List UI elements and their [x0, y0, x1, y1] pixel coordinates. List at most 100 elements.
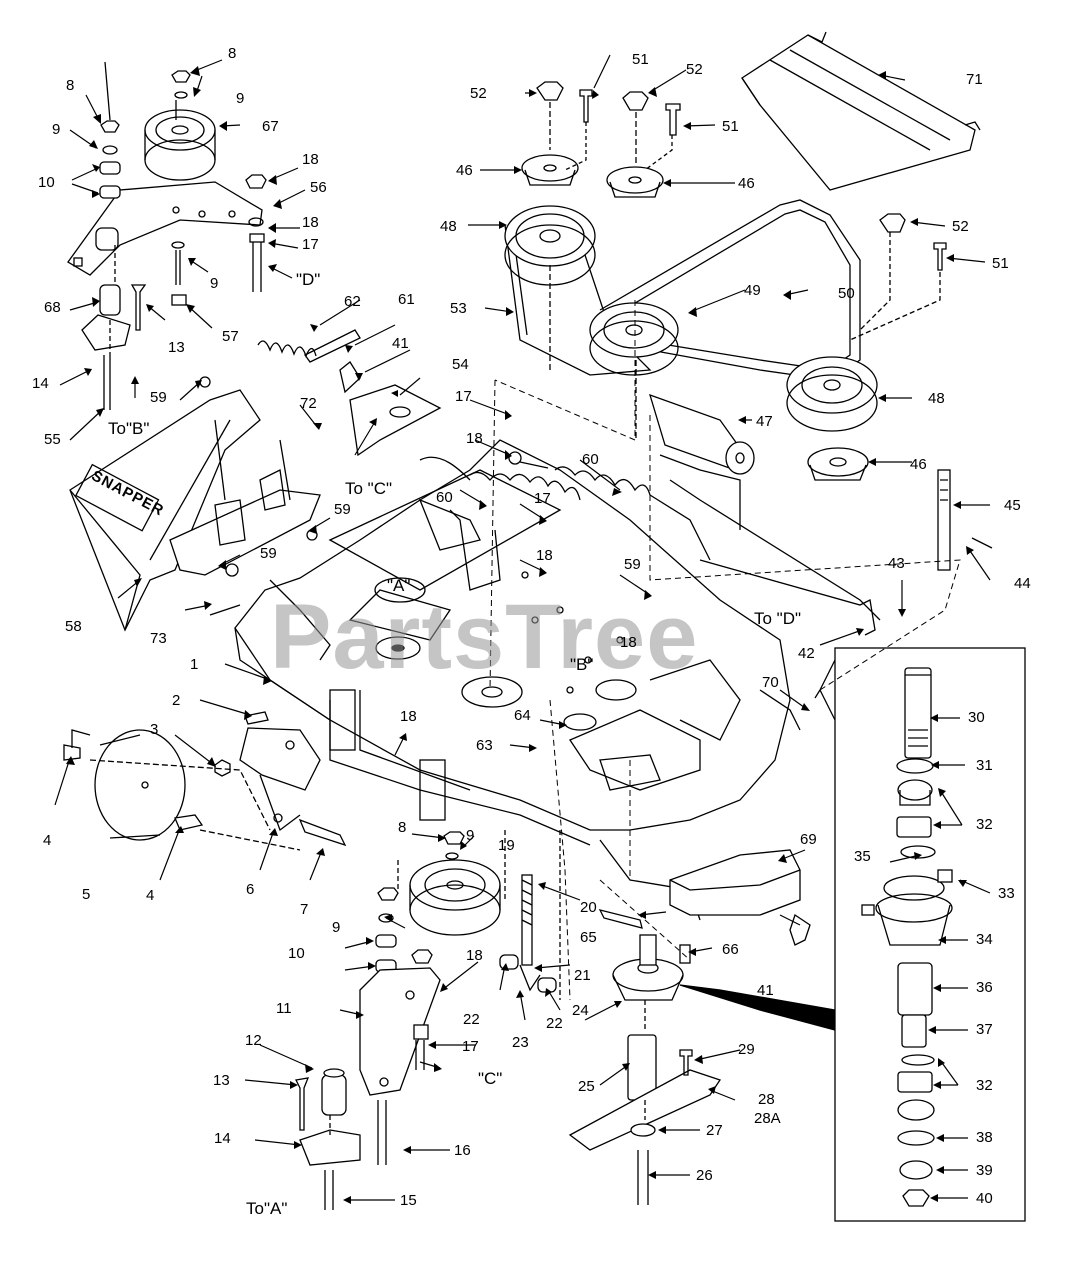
callout-8: 8	[398, 819, 407, 836]
callout-15: 15	[400, 1192, 417, 1209]
callout-26: 26	[696, 1167, 713, 1184]
callout-30: 30	[968, 709, 985, 726]
ref-B: "B"	[570, 655, 594, 674]
callout-71: 71	[966, 71, 983, 88]
ref-to-C: To "C"	[345, 479, 393, 498]
callout-59: 59	[260, 545, 277, 562]
callout-13: 13	[213, 1072, 230, 1089]
callout-28A: 28A	[754, 1110, 781, 1127]
callout-32: 32	[976, 1077, 993, 1094]
callout-58: 58	[65, 618, 82, 635]
callout-37: 37	[976, 1021, 993, 1038]
arrowheads	[66, 66, 974, 1204]
callout-62: 62	[344, 293, 361, 310]
callout-50: 50	[838, 285, 855, 302]
callout-46: 46	[910, 456, 927, 473]
callout-41: 41	[757, 982, 774, 999]
callout-9: 9	[210, 275, 219, 292]
callout-42: 42	[798, 645, 815, 662]
callout-52: 52	[952, 218, 969, 235]
ref-to-A: To"A"	[246, 1199, 288, 1218]
callout-33: 33	[998, 885, 1015, 902]
callout-44: 44	[1014, 575, 1031, 592]
ref-to-D: To "D"	[754, 609, 802, 628]
callout-64: 64	[514, 707, 531, 724]
callout-10: 10	[38, 174, 55, 191]
callout-20: 20	[580, 899, 597, 916]
belt-cover	[741, 31, 981, 191]
callout-53: 53	[450, 300, 467, 317]
callout-11: 11	[276, 1000, 292, 1017]
callout-39: 39	[976, 1162, 993, 1179]
callout-28: 28	[758, 1091, 775, 1108]
lift-rod	[699, 469, 993, 636]
callout-17: 17	[302, 236, 319, 253]
callout-14: 14	[32, 375, 49, 392]
callout-40: 40	[976, 1190, 993, 1207]
callout-3: 3	[150, 721, 159, 738]
callout-34: 34	[976, 931, 993, 948]
adjust-rod	[499, 830, 561, 1000]
callout-45: 45	[1004, 497, 1021, 514]
callout-25: 25	[578, 1078, 595, 1095]
callout-70: 70	[762, 674, 779, 691]
callout-47: 47	[756, 413, 773, 430]
callout-8: 8	[66, 77, 75, 94]
mower-deck	[234, 439, 801, 921]
callout-22: 22	[463, 1011, 480, 1028]
callout-60: 60	[436, 489, 453, 506]
callout-24: 24	[572, 1002, 589, 1019]
callout-65: 65	[580, 929, 597, 946]
ref-to-B: To"B"	[108, 419, 150, 438]
callout-52: 52	[686, 61, 703, 78]
callout-38: 38	[976, 1129, 993, 1146]
callout-18: 18	[400, 708, 417, 725]
callout-4: 4	[43, 832, 52, 849]
callout-9: 9	[466, 827, 475, 844]
idler-arm-top	[67, 61, 267, 410]
callout-73: 73	[150, 630, 167, 647]
watermark: PartsTree	[270, 586, 699, 688]
callout-66: 66	[722, 941, 739, 958]
callout-13: 13	[168, 339, 185, 356]
callout-51: 51	[992, 255, 1009, 272]
callout-43: 43	[888, 555, 905, 572]
callout-14: 14	[214, 1130, 231, 1147]
callout-21: 21	[574, 967, 591, 984]
callout-63: 63	[476, 737, 493, 754]
callout-18: 18	[302, 151, 319, 168]
callout-51: 51	[722, 118, 739, 135]
callout-59: 59	[334, 501, 351, 518]
callout-18: 18	[466, 947, 483, 964]
callout-16: 16	[454, 1142, 471, 1159]
callout-29: 29	[738, 1041, 755, 1058]
callout-56: 56	[310, 179, 327, 196]
callout-59: 59	[624, 556, 641, 573]
callout-35: 35	[854, 848, 871, 865]
callout-17: 17	[534, 490, 551, 507]
callout-46: 46	[738, 175, 755, 192]
callout-4: 4	[146, 887, 155, 904]
callout-5: 5	[82, 886, 91, 903]
callout-1: 1	[190, 656, 199, 673]
callout-41: 41	[392, 335, 409, 352]
springs	[257, 329, 711, 561]
bracket-plate	[349, 384, 442, 457]
ref-D: "D"	[296, 270, 321, 289]
callout-55: 55	[44, 431, 61, 448]
ref-A: "A"	[387, 576, 411, 595]
deflector-chute	[69, 389, 261, 632]
callout-8: 8	[228, 45, 237, 62]
callout-69: 69	[800, 831, 817, 848]
callout-22: 22	[546, 1015, 563, 1032]
callout-7: 7	[300, 901, 309, 918]
callout-48: 48	[440, 218, 457, 235]
callout-18: 18	[466, 430, 483, 447]
callout-60: 60	[582, 451, 599, 468]
reference-lines	[489, 300, 961, 1001]
callout-12: 12	[245, 1032, 262, 1049]
callout-36: 36	[976, 979, 993, 996]
callout-61: 61	[398, 291, 415, 308]
